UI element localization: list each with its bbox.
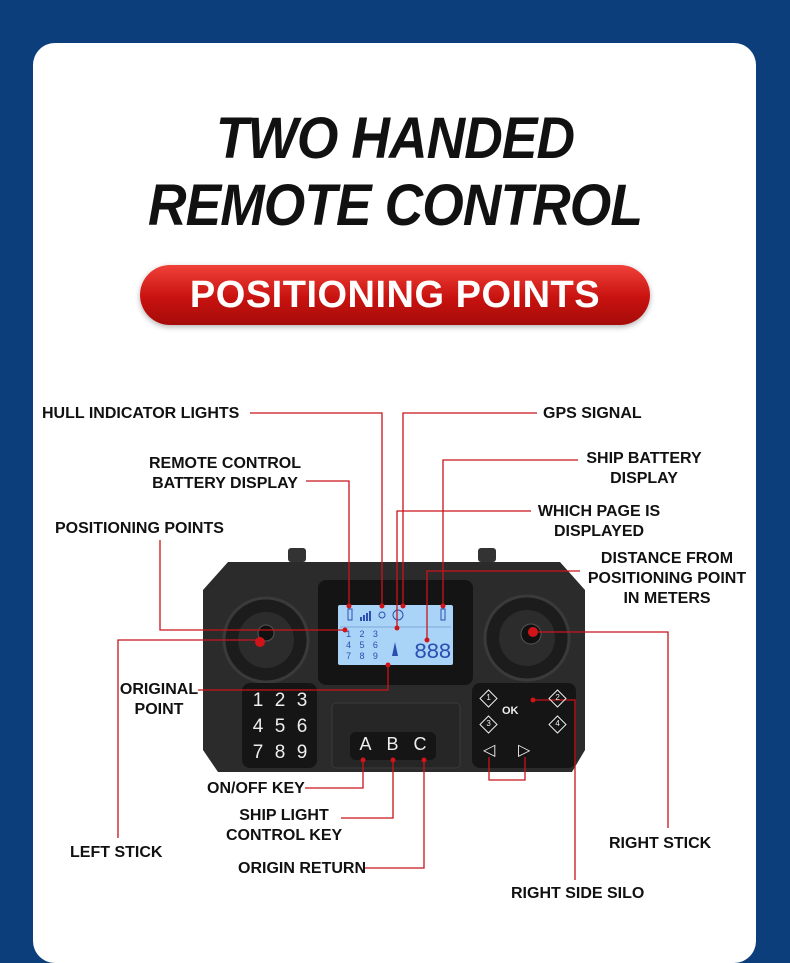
remote-illustration — [117, 412, 669, 880]
key-9[interactable]: 9 — [296, 742, 308, 763]
label-origin-return: ORIGIN RETURN — [238, 860, 366, 877]
silo-key-label: 4 — [555, 719, 561, 729]
title-line-1: TWO HANDED — [215, 106, 575, 171]
key-8[interactable]: 8 — [274, 742, 286, 763]
right-arrow-key[interactable]: ▷ — [518, 742, 531, 759]
label-ship-light: SHIP LIGHT CONTROL KEY — [226, 806, 342, 846]
key-2[interactable]: 2 — [274, 690, 286, 711]
callout-lines — [117, 412, 669, 880]
label-left-stick: LEFT STICK — [70, 844, 163, 861]
positioning-points-banner: POSITIONING POINTS — [140, 265, 650, 325]
silo-key-3[interactable]: 3 — [479, 715, 498, 734]
silo-key-4[interactable]: 4 — [548, 715, 567, 734]
silo-key-1[interactable]: 1 — [479, 689, 498, 708]
label-ship-battery: SHIP BATTERY DISPLAY — [582, 449, 706, 489]
label-right-stick: RIGHT STICK — [609, 835, 712, 852]
label-gps-signal: GPS SIGNAL — [543, 405, 642, 422]
label-hull-lights: HULL INDICATOR LIGHTS — [42, 405, 240, 422]
label-line: POINT — [134, 701, 184, 718]
silo-key-2[interactable]: 2 — [548, 689, 567, 708]
label-line: ORIGINAL — [119, 681, 199, 698]
key-a-onoff[interactable]: A — [359, 734, 372, 754]
label-line: REMOTE CONTROL — [149, 455, 301, 472]
lcd-point: 6 — [372, 640, 378, 650]
key-b-light[interactable]: B — [386, 734, 399, 754]
label-original-point: ORIGINAL POINT — [118, 680, 200, 720]
lcd-point: 4 — [346, 640, 352, 650]
label-positioning-points: POSITIONING POINTS — [55, 520, 224, 537]
lcd-point: 3 — [372, 629, 378, 639]
lcd-point: 7 — [346, 651, 352, 661]
label-rc-battery: REMOTE CONTROL BATTERY DISPLAY — [148, 454, 302, 494]
label-line: BATTERY DISPLAY — [152, 475, 298, 492]
key-4[interactable]: 4 — [252, 716, 264, 737]
left-arrow-key[interactable]: ◁ — [483, 742, 496, 759]
label-right-side-silo: RIGHT SIDE SILO — [511, 885, 645, 902]
label-line: POSITIONING POINT — [587, 570, 747, 587]
silo-key-label: 3 — [486, 719, 492, 729]
silo-key-label: 1 — [486, 693, 492, 703]
label-line: SHIP LIGHT — [239, 807, 329, 824]
label-line: CONTROL KEY — [226, 827, 343, 844]
title-line-2: REMOTE CONTROL — [147, 173, 643, 238]
label-line: WHICH PAGE IS — [537, 503, 661, 520]
lcd-point: 5 — [359, 640, 365, 650]
key-7[interactable]: 7 — [252, 742, 264, 763]
key-1[interactable]: 1 — [252, 690, 264, 711]
label-onoff-key: ON/OFF KEY — [207, 780, 305, 797]
label-line: DISTANCE FROM — [600, 550, 734, 567]
lcd-point: 1 — [346, 629, 352, 639]
label-line: DISPLAYED — [553, 523, 645, 540]
card — [33, 43, 756, 963]
label-line: IN METERS — [623, 590, 711, 607]
key-5[interactable]: 5 — [274, 716, 286, 737]
key-3[interactable]: 3 — [296, 690, 308, 711]
label-line: SHIP BATTERY — [586, 450, 702, 467]
label-line: DISPLAY — [610, 470, 678, 487]
label-distance: DISTANCE FROM POSITIONING POINT IN METERS — [582, 549, 752, 609]
right-silo-keys: 1 2 3 4 OK ◁ ▷ — [478, 689, 570, 762]
lcd-distance: 888 — [414, 640, 452, 665]
key-c-return[interactable]: C — [413, 734, 427, 754]
ok-key[interactable]: OK — [502, 705, 519, 717]
silo-key-label: 2 — [555, 693, 561, 703]
lcd-point: 8 — [359, 651, 365, 661]
lcd-point: 9 — [372, 651, 378, 661]
label-page-displayed: WHICH PAGE IS DISPLAYED — [535, 502, 663, 542]
lcd-point: 2 — [359, 629, 365, 639]
key-6[interactable]: 6 — [296, 716, 308, 737]
